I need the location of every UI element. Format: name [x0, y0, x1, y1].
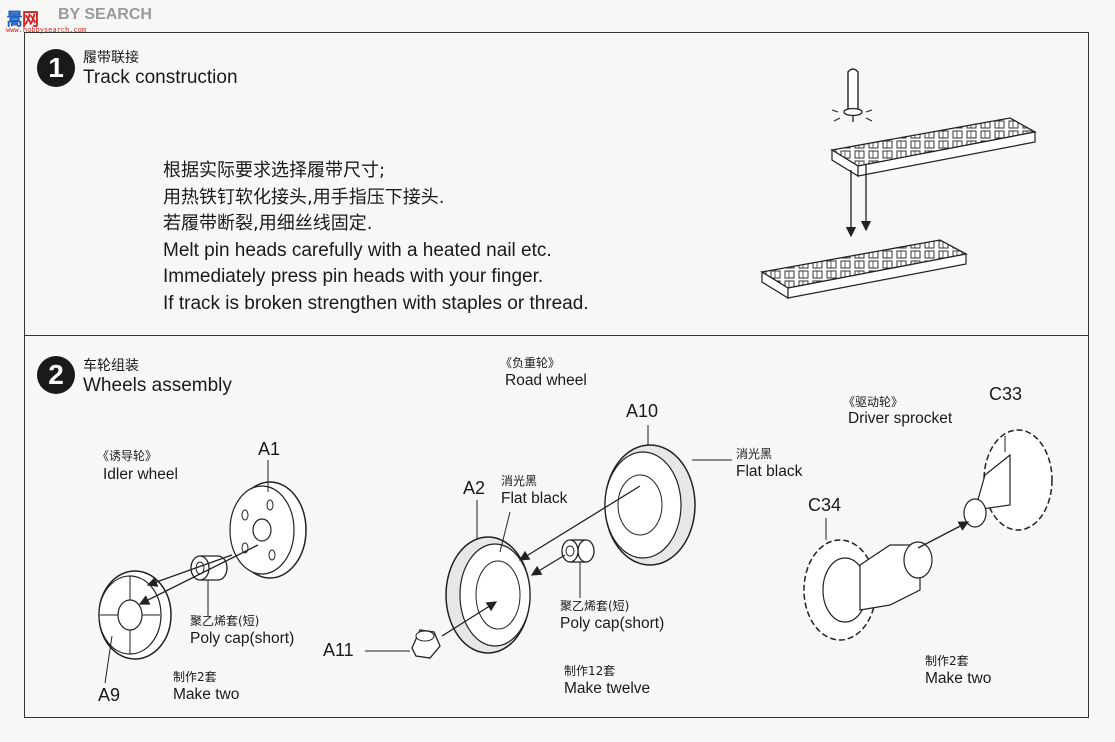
instruction-line: Melt pin heads carefully with a heated n… — [163, 239, 552, 261]
driver-sprocket-inner-icon — [803, 518, 933, 641]
instruction-line: If track is broken strengthen with stapl… — [163, 292, 589, 314]
road-qty-cn: 制作12套 — [564, 664, 616, 678]
instruction-line: 根据实际要求选择履带尺寸; — [163, 160, 386, 181]
road-wheel-outer-icon — [604, 444, 696, 566]
road-polycap-en: Poly cap(short) — [560, 615, 665, 632]
instruction-line: 用热铁钉软化接头,用手指压下接头. — [163, 186, 445, 208]
watermark-url: www.hobbysearch.com — [6, 26, 87, 34]
idler-polycap-en: Poly cap(short) — [190, 630, 295, 647]
idler-label-cn: 《诱导轮》 — [97, 449, 158, 463]
step-1-instructions: 根据实际要求选择履带尺寸; 用热铁钉软化接头,用手指压下接头. 若履带断裂,用细… — [163, 158, 589, 317]
step-1-title-en: Track construction — [83, 67, 238, 88]
instruction-frame — [24, 32, 1089, 718]
instruction-line: Immediately press pin heads with your fi… — [163, 266, 544, 287]
driver-label-cn: 《驱动轮》 — [843, 395, 904, 409]
idler-label-en: Idler wheel — [103, 466, 178, 483]
driver-qty-en: Make two — [925, 670, 992, 687]
part-a1-label: A1 — [258, 439, 281, 459]
idler-qty-en: Make two — [173, 686, 240, 703]
idler-polycap-cn: 聚乙烯套(短) — [190, 614, 260, 628]
part-a2-label: A2 — [463, 478, 486, 498]
part-a11-label: A11 — [323, 640, 354, 660]
road-label-cn: 《负重轮》 — [500, 356, 561, 370]
track-upper-icon — [830, 117, 1037, 178]
driver-sprocket-outer-icon — [963, 429, 1053, 531]
step-divider — [24, 335, 1089, 336]
step-1-number: 1 — [37, 49, 75, 87]
step-2-number: 2 — [37, 356, 75, 394]
road-polycap-icon — [561, 539, 595, 563]
instruction-line: 若履带断裂,用细丝线固定. — [163, 213, 373, 234]
part-c34-label: C34 — [808, 495, 842, 515]
road-label-en: Road wheel — [505, 372, 587, 389]
road-paint1-cn: 消光黑 — [736, 447, 773, 461]
road-polycap-cn: 聚乙烯套(短) — [560, 599, 630, 613]
idler-wheel-outer-icon — [229, 481, 307, 579]
step-2-title-cn: 车轮组装 — [83, 358, 139, 374]
watermark-logo-en: BY SEARCH — [58, 6, 152, 23]
road-wheel-inner-icon — [445, 536, 531, 654]
part-a9-label: A9 — [98, 685, 121, 705]
step-1-title-cn: 履带联接 — [83, 50, 139, 66]
part-a10-label: A10 — [626, 401, 659, 421]
idler-qty-cn: 制作2套 — [173, 670, 217, 684]
idler-wheel-inner-icon — [98, 570, 172, 660]
watermark-logo-cn: 暠网 — [6, 10, 39, 30]
heated-nail-icon — [831, 68, 873, 122]
road-paint2-en: Flat black — [501, 490, 568, 507]
track-lower-icon — [760, 239, 968, 300]
road-paint2-cn: 消光黑 — [501, 474, 538, 488]
step-2-title-en: Wheels assembly — [83, 375, 232, 396]
driver-label-en: Driver sprocket — [848, 410, 953, 427]
road-paint1-en: Flat black — [736, 463, 803, 480]
part-c33-label: C33 — [989, 384, 1023, 404]
road-qty-en: Make twelve — [564, 680, 651, 697]
road-hub-cap-icon — [411, 629, 441, 659]
driver-qty-cn: 制作2套 — [925, 654, 969, 668]
